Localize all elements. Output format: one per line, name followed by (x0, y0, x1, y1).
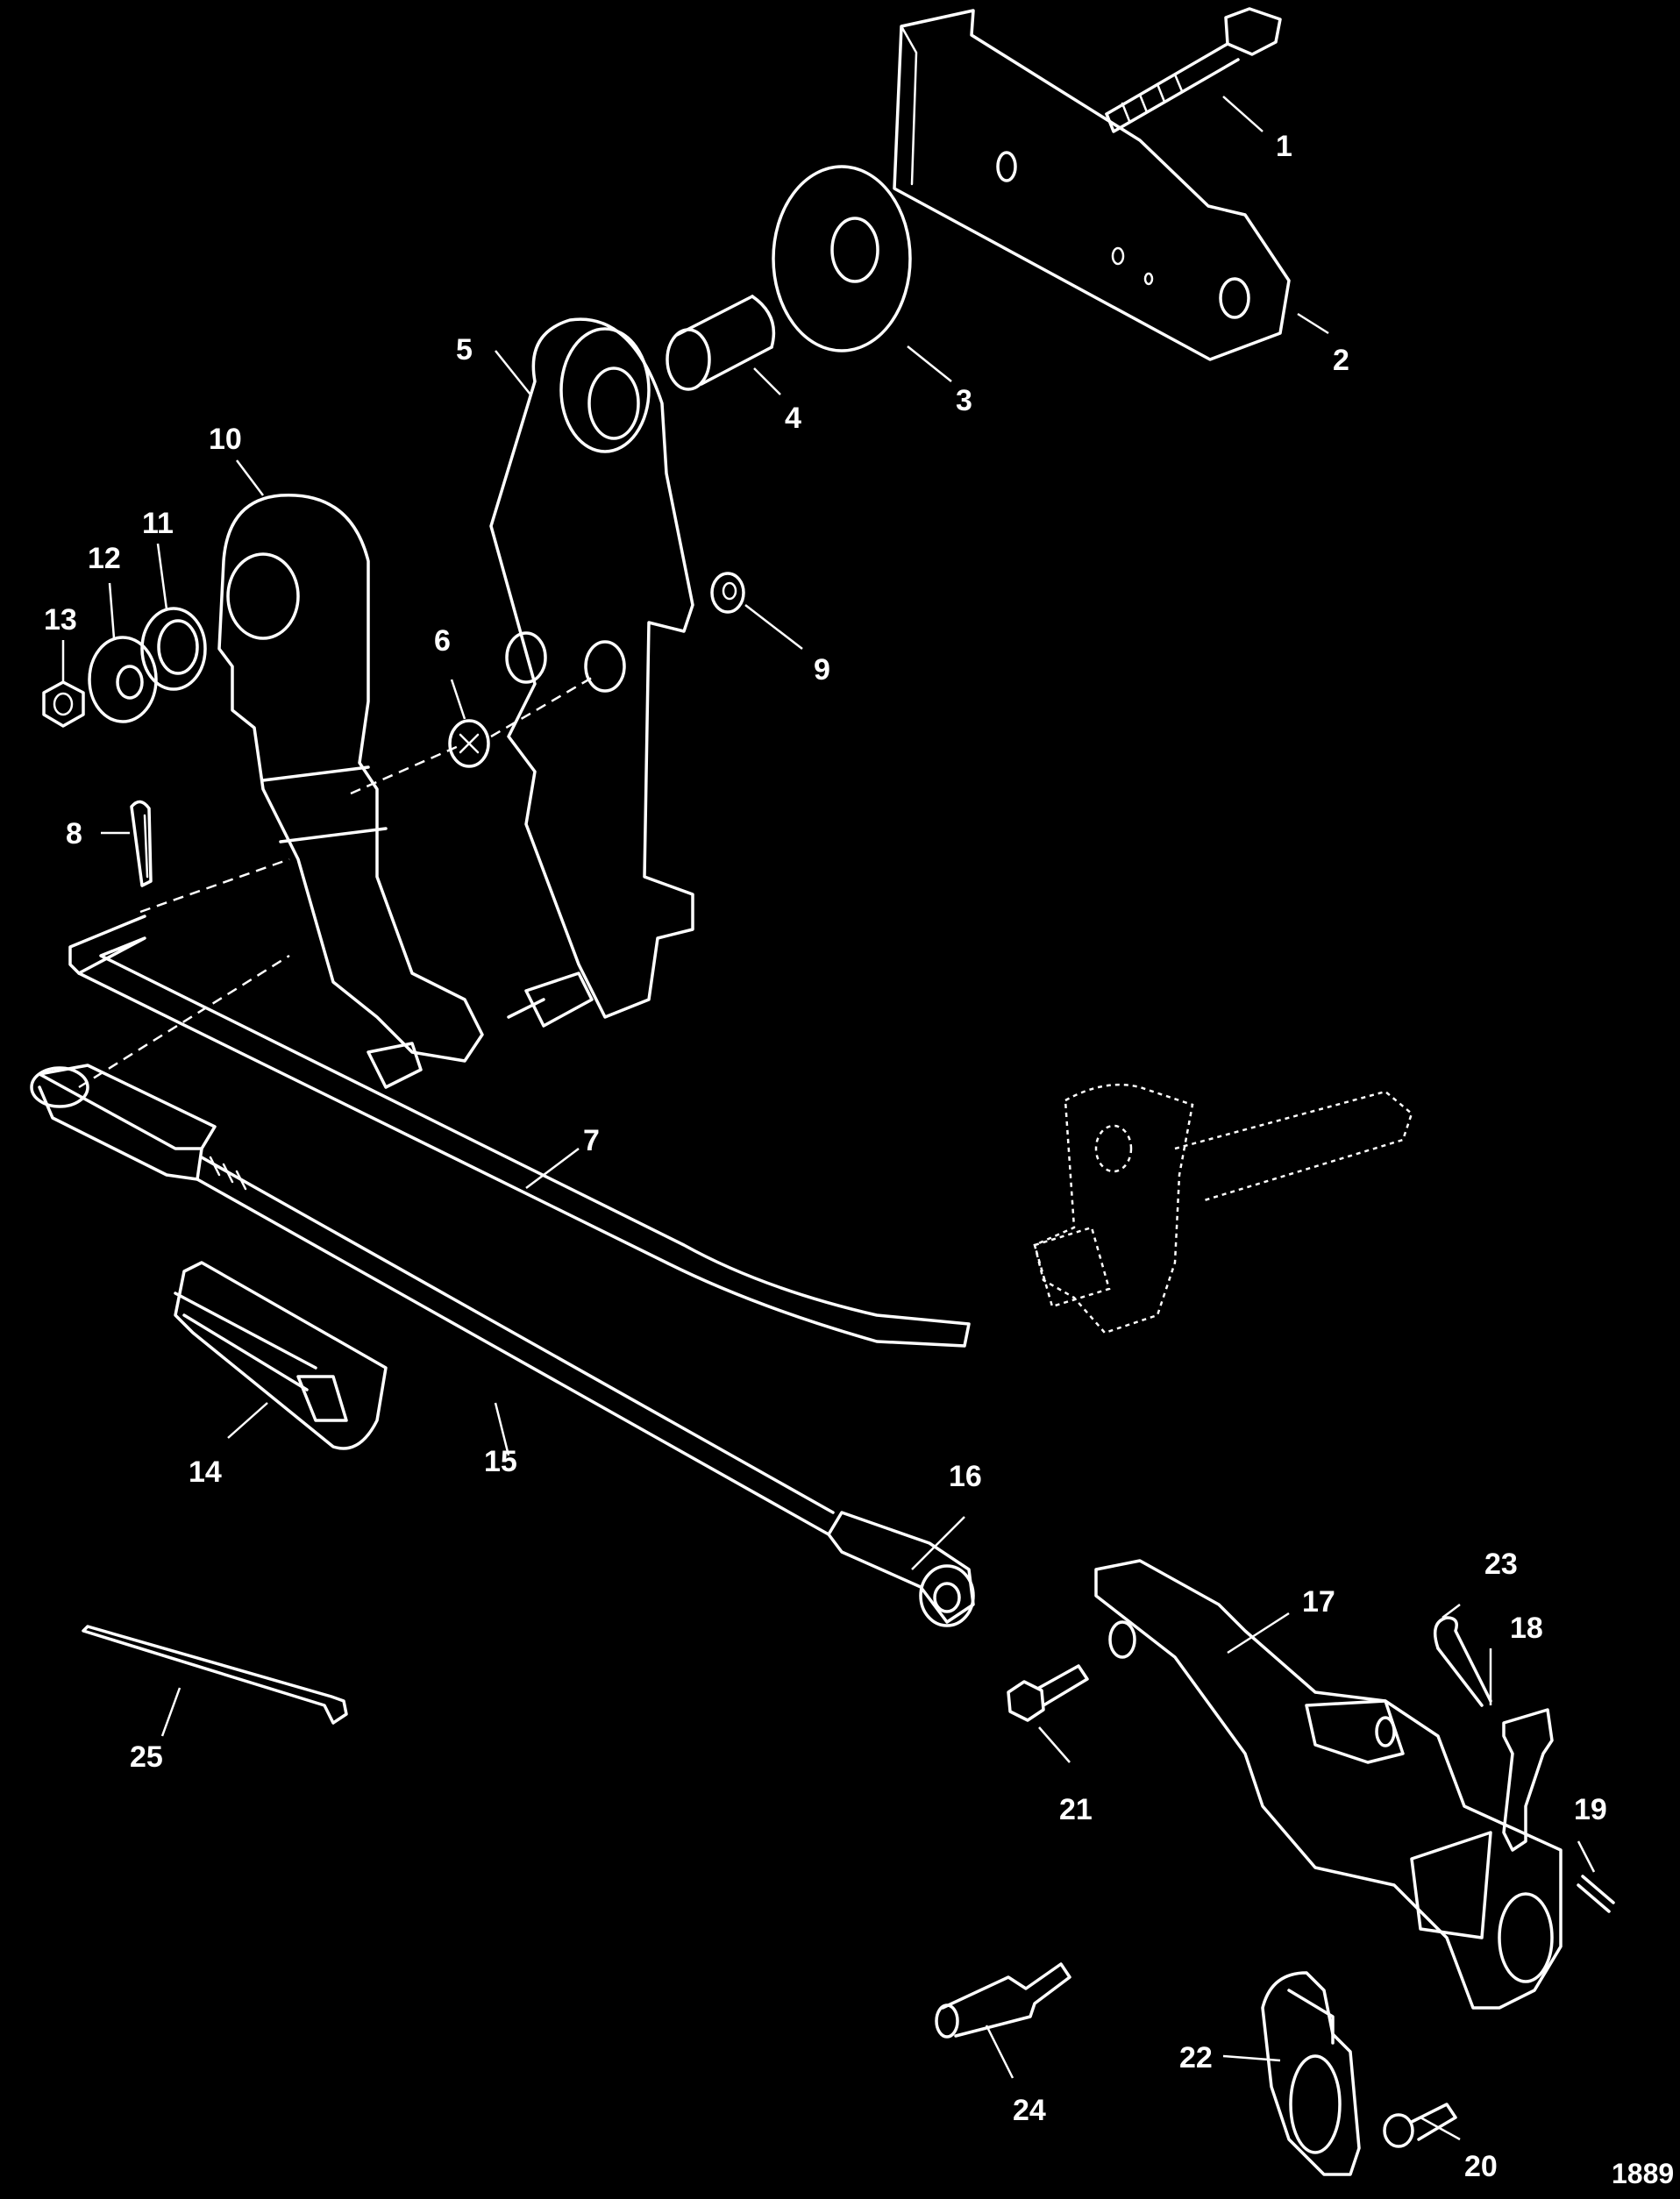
part-8-cotter-pin (130, 800, 153, 887)
part-24-pin (935, 1962, 1071, 2039)
phantom-control-assembly (1033, 1083, 1413, 1334)
callout-6: 6 (434, 624, 451, 658)
part-9-small-washer (710, 572, 745, 614)
part-20-screw (1383, 2103, 1457, 2148)
alignment-lines (78, 673, 597, 1089)
drawing-code: 1889 (1612, 2158, 1674, 2189)
callout-labels: 1 2 3 4 5 6 7 8 9 10 11 12 13 14 15 16 1… (44, 130, 1607, 2183)
callout-19: 19 (1574, 1793, 1607, 1826)
part-11-washer (140, 607, 207, 691)
part-12-washer (88, 636, 158, 723)
callout-7: 7 (583, 1124, 600, 1157)
callout-14: 14 (189, 1455, 222, 1489)
callout-21: 21 (1059, 1793, 1093, 1826)
callout-11: 11 (142, 507, 174, 540)
callout-12: 12 (88, 542, 121, 575)
part-19-pin (1577, 1875, 1615, 1913)
part-21-bolt (1007, 1664, 1089, 1722)
callout-20: 20 (1464, 2150, 1498, 2183)
part-15-link-rod (30, 1064, 835, 1536)
part-6-screw (448, 719, 490, 768)
callout-9: 9 (814, 653, 830, 687)
part-4-bushing (666, 295, 776, 391)
part-16-rod-end (827, 1511, 975, 1627)
callout-3: 3 (956, 384, 972, 417)
part-23-hairpin (1433, 1616, 1492, 1707)
callout-4: 4 (785, 402, 801, 435)
callout-13: 13 (44, 603, 77, 637)
callout-5: 5 (456, 333, 473, 366)
part-14-clip (174, 1261, 388, 1450)
callout-15: 15 (484, 1445, 517, 1478)
leader-lines (61, 96, 1596, 2141)
part-10-throttle-lever (217, 493, 484, 1089)
part-13-nut (42, 680, 85, 728)
part-7-rod (68, 914, 971, 1348)
callout-16: 16 (949, 1460, 982, 1493)
callout-17: 17 (1302, 1585, 1335, 1619)
callout-24: 24 (1013, 2094, 1046, 2127)
callout-22: 22 (1179, 2041, 1213, 2074)
callout-2: 2 (1333, 344, 1349, 377)
part-22-lever (1261, 1971, 1361, 2176)
part-18-clip (1502, 1708, 1554, 1852)
callout-23: 23 (1484, 1548, 1518, 1581)
part-3-washer (772, 165, 912, 352)
part-1-bolt (1105, 7, 1282, 133)
part-5-lever-plate (489, 317, 694, 1028)
callout-25: 25 (130, 1740, 163, 1774)
part-2-mounting-plate (893, 9, 1291, 361)
callout-18: 18 (1510, 1612, 1543, 1645)
callout-8: 8 (66, 817, 82, 850)
part-17-bracket (1094, 1559, 1563, 2010)
part-25-cable-tie (82, 1625, 348, 1725)
callout-10: 10 (209, 423, 242, 456)
callout-1: 1 (1276, 130, 1292, 163)
